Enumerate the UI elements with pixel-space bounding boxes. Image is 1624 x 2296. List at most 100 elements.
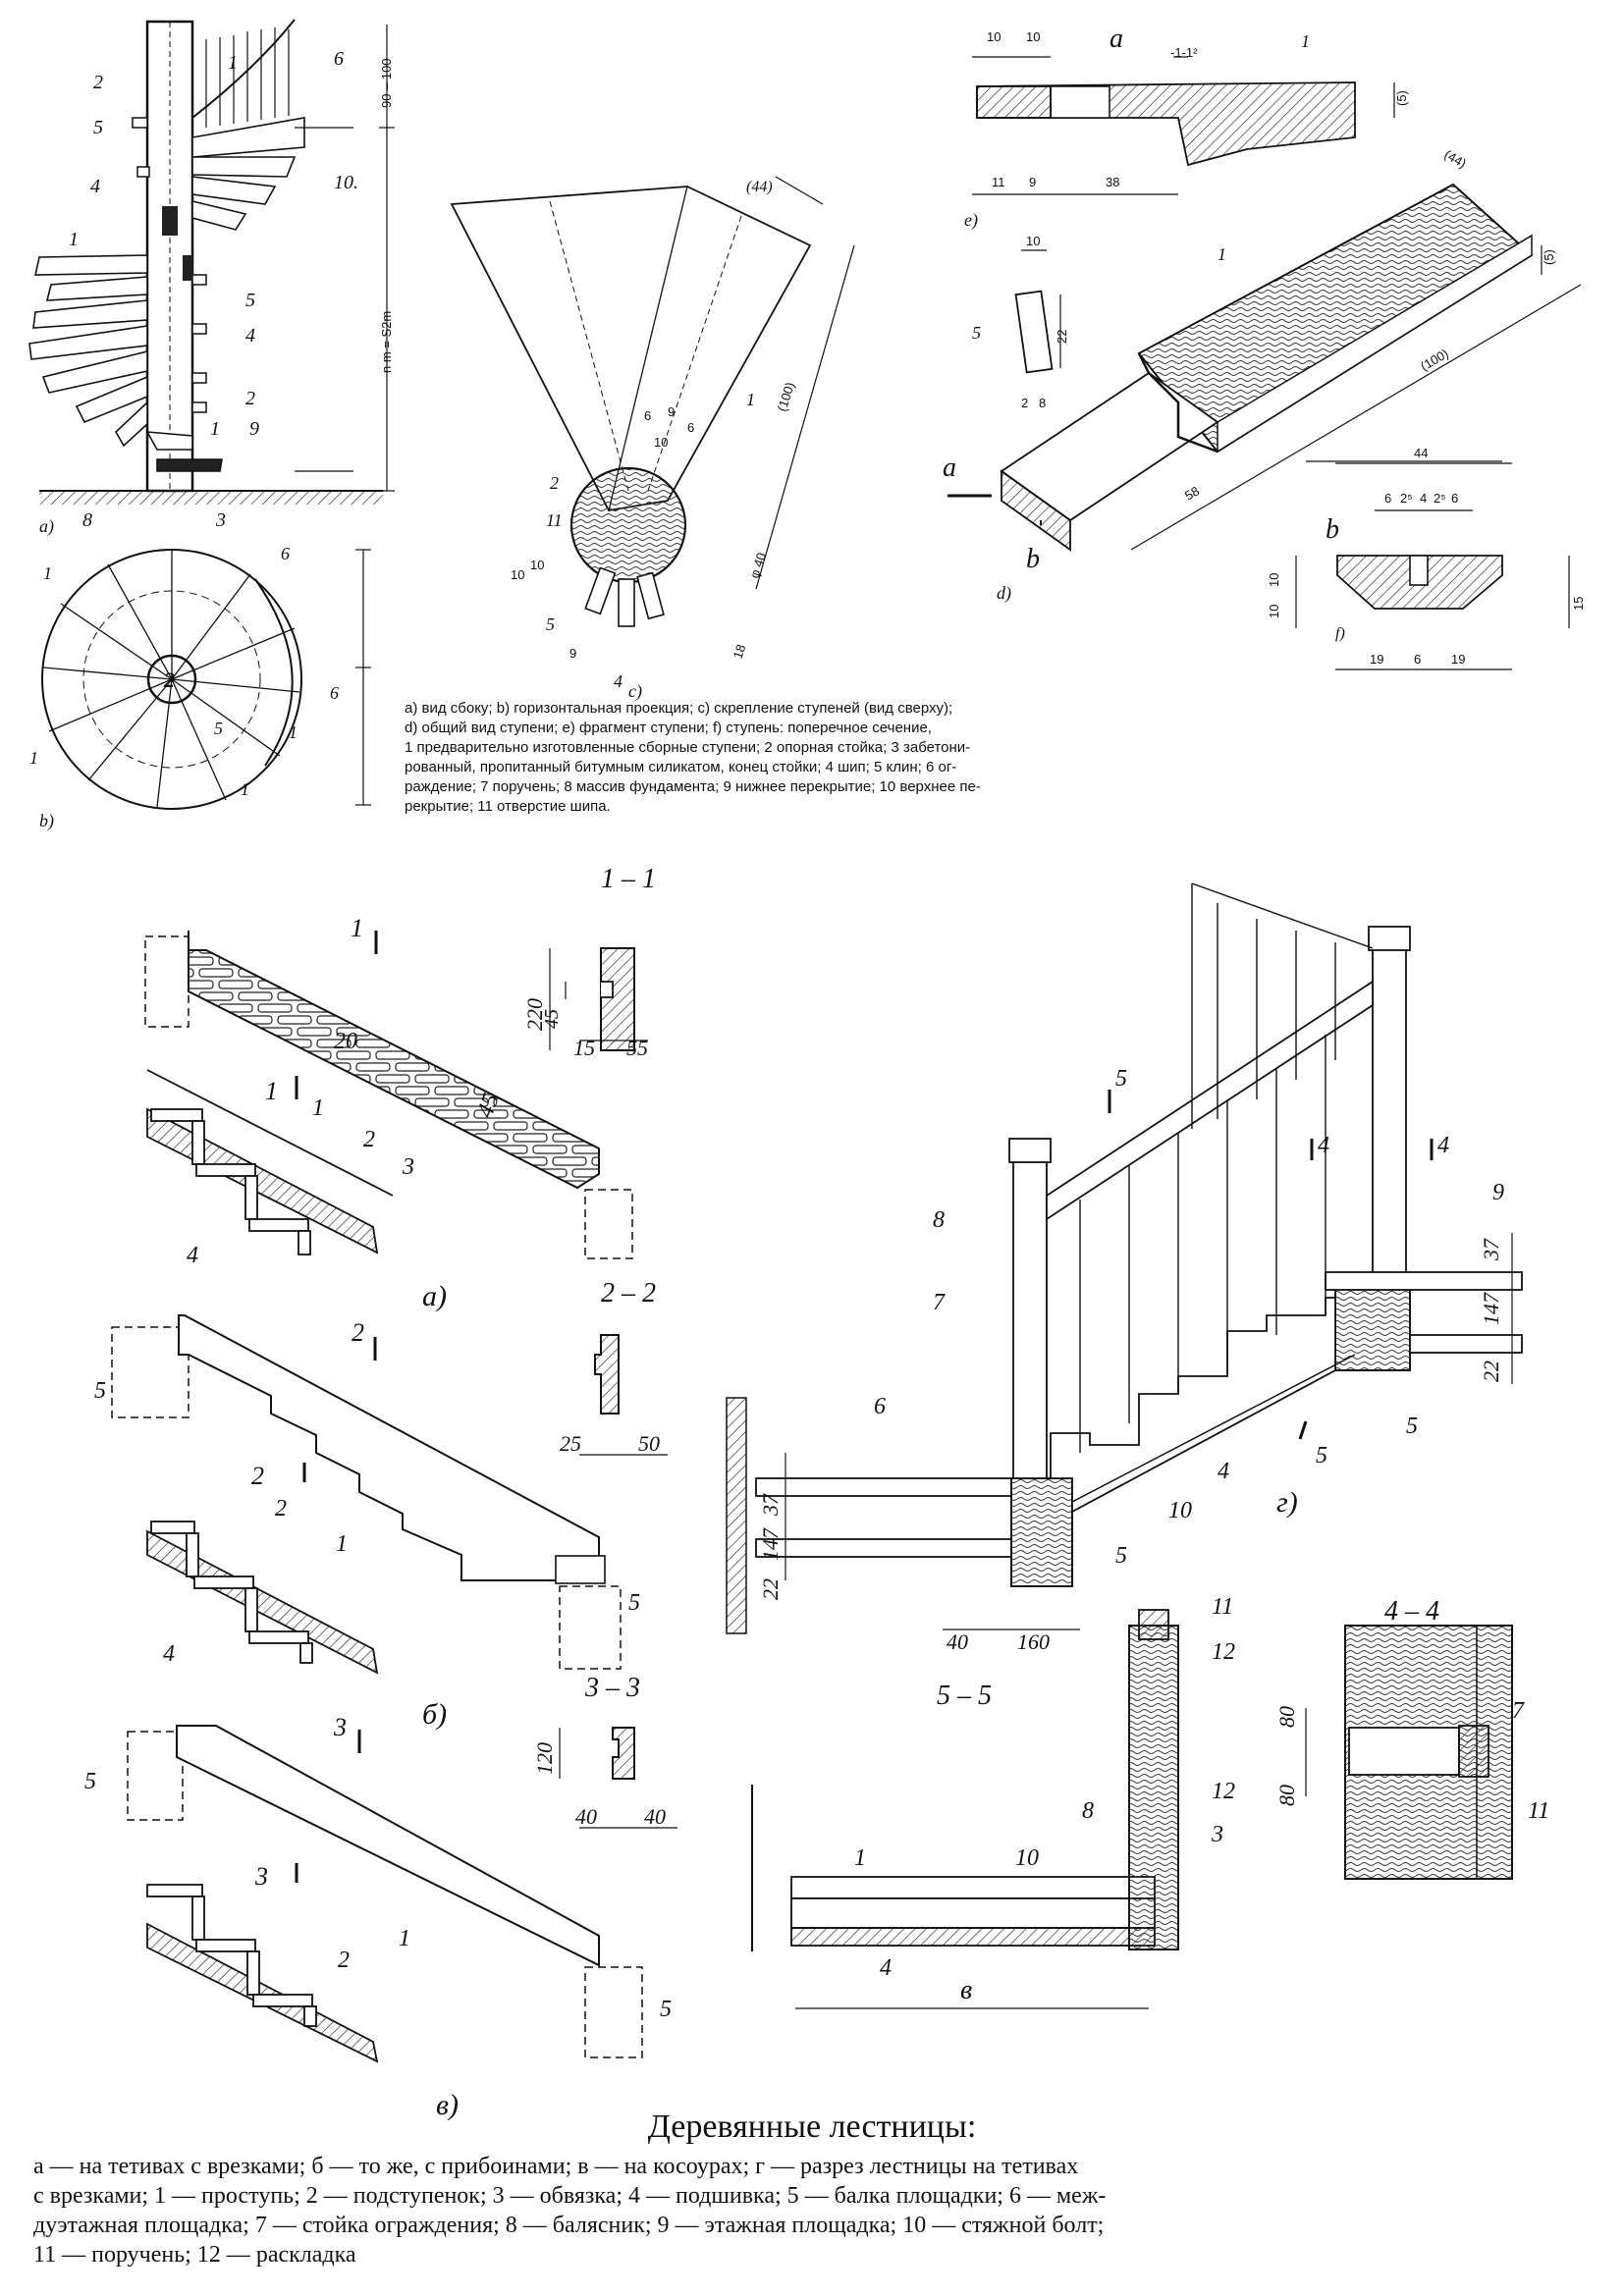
section-5-5: 5 – 5 1 10 4 8 11 12 12 3 в	[751, 1594, 1235, 2009]
num-b2: 2	[275, 1496, 287, 1522]
label-p6a: 6	[281, 544, 290, 563]
num-b5a: 5	[94, 1378, 106, 1404]
cut-v3b: 3	[254, 1862, 268, 1891]
dim-40a: 40	[575, 1804, 597, 1829]
label-n10: 10.	[334, 172, 358, 193]
dim-d10: 10	[1026, 234, 1040, 248]
legend-line: 11 — поручень; 12 — раскладка	[33, 2242, 356, 2268]
num-s11: 11	[1212, 1594, 1233, 1620]
dim-80b: 80	[1274, 1785, 1299, 1806]
dim-c9b: 9	[569, 646, 576, 661]
dim-g147: 147	[758, 1527, 783, 1561]
dim-e10b: 10	[1026, 29, 1040, 44]
dim-120: 120	[532, 1742, 557, 1775]
dim-f6a: 6	[1384, 491, 1391, 506]
dim-c40: φ 40	[747, 551, 769, 580]
cut-g5a: 5	[1115, 1066, 1127, 1092]
section-3-3: 3 – 3 120 40 40	[532, 1673, 677, 1829]
dim-g40: 40	[947, 1629, 968, 1654]
top-caption-line: a) вид сбоку; b) горизонтальная проекция…	[405, 700, 953, 717]
sec-4-4-title: 4 – 4	[1384, 1596, 1439, 1627]
num-44-11: 11	[1528, 1798, 1549, 1824]
dim-d44: (44)	[1442, 147, 1470, 172]
num-s10: 10	[1015, 1845, 1039, 1871]
num-s12b: 12	[1212, 1779, 1235, 1804]
step-fixing-view: (44) (100) φ 40 18 1 2 11 5 4 6 9 6 10 1…	[450, 176, 855, 702]
dim-f25b: 2⁵	[1434, 491, 1446, 506]
dim-e11: 11	[992, 175, 1005, 189]
dim-f10b: 10	[1267, 605, 1281, 618]
num-b1: 1	[336, 1531, 348, 1557]
dim-g147b: 147	[1479, 1292, 1503, 1325]
dim-c18: 18	[731, 643, 749, 661]
dim-g37: 37	[758, 1493, 783, 1517]
section-4-4: 4 – 4 80 80 7 11	[1274, 1596, 1549, 1880]
label-p6b: 6	[330, 683, 339, 703]
dim-c44: (44)	[746, 179, 773, 195]
cut-g4b: 4	[1437, 1133, 1449, 1158]
label-p5: 5	[214, 719, 223, 738]
label-n6a: 6	[334, 48, 344, 70]
spiral-plan-view: 2 1 6 6 5 1 1 1 b)	[29, 544, 371, 831]
step-fragment-view: a -1-1² 10 10 11 9 38 (5) 1 e)	[964, 24, 1409, 231]
cut-b2a: 2	[352, 1318, 364, 1347]
section-1-1: 1 – 1 220 45 15 55	[522, 864, 656, 1060]
dim-c10a: 10	[511, 567, 524, 582]
num-g5b: 5	[1115, 1543, 1127, 1569]
num-a2: 2	[363, 1127, 375, 1152]
dim-e38: 38	[1106, 175, 1119, 189]
dim-f10a: 10	[1267, 573, 1281, 587]
fig-b: б)	[422, 1698, 447, 1731]
dim-e9: 9	[1029, 175, 1036, 189]
num-g8: 8	[933, 1207, 945, 1233]
dim-80a: 80	[1274, 1706, 1299, 1728]
figure-legend: а — на тетивах с врезками; б — то же, с …	[33, 2152, 1591, 2269]
num-s3: 3	[1211, 1822, 1223, 1847]
stair-v: 3 3 5 5 2 1 в)	[84, 1713, 672, 2121]
label-n1b: 1	[69, 229, 79, 250]
dim-g22: 22	[758, 1578, 783, 1600]
dim-220: 220	[522, 998, 547, 1031]
dim-c6a: 6	[644, 408, 651, 423]
num-v5b: 5	[660, 1997, 672, 2022]
cut-g5b: 5	[1316, 1443, 1327, 1468]
num-g5a: 5	[1406, 1414, 1418, 1439]
dim-f19b: 19	[1451, 652, 1465, 667]
num-a4: 4	[187, 1243, 198, 1268]
dim-55: 55	[626, 1036, 648, 1060]
label-n5b: 5	[245, 290, 255, 311]
dim-a20: 20	[334, 1029, 357, 1054]
level-mark: n m = S2m	[379, 311, 394, 373]
sec-1-1-title: 1 – 1	[601, 864, 656, 894]
label-n1c: 1	[210, 418, 220, 440]
dim-c10: 10	[654, 435, 668, 450]
dim-d8: 8	[1039, 396, 1046, 410]
legend-line: дуэтажная площадка; 7 — стойка ограждени…	[33, 2213, 1105, 2238]
label-n4a: 4	[90, 176, 100, 197]
label-post-2: 2	[163, 667, 175, 692]
section-2-2: 2 – 2 25 50	[560, 1278, 668, 1456]
dim-f25a: 2⁵	[1400, 491, 1413, 506]
cut-a1b: 1	[265, 1077, 278, 1105]
top-caption-line: раждение; 7 поручень; 8 массив фундамент…	[405, 778, 981, 795]
cut-g4a: 4	[1318, 1133, 1329, 1158]
dim-e5: (5)	[1394, 90, 1409, 106]
stair-b: 2 2 5 5 2 1 4 б)	[94, 1314, 640, 1731]
top-caption-line: рекрытие; 11 отверстие шипа.	[405, 798, 611, 815]
num-g9: 9	[1492, 1180, 1504, 1205]
num-b5b: 5	[628, 1590, 640, 1616]
num-v1: 1	[399, 1926, 410, 1951]
label-side-view: a)	[39, 516, 54, 537]
label-n9: 9	[249, 418, 259, 440]
num-g4: 4	[1218, 1459, 1229, 1484]
num-s1: 1	[854, 1845, 866, 1871]
dim-c6b: 6	[687, 420, 694, 435]
label-c4: 4	[614, 671, 623, 691]
label-d5: 5	[972, 323, 981, 343]
label-n4b: 4	[245, 325, 255, 347]
label-n5a: 5	[93, 117, 103, 138]
dim-f44: 44	[1414, 446, 1428, 460]
num-b4: 4	[163, 1641, 175, 1667]
dim-d22: 22	[1055, 330, 1069, 344]
label-fixing: c)	[628, 681, 642, 702]
